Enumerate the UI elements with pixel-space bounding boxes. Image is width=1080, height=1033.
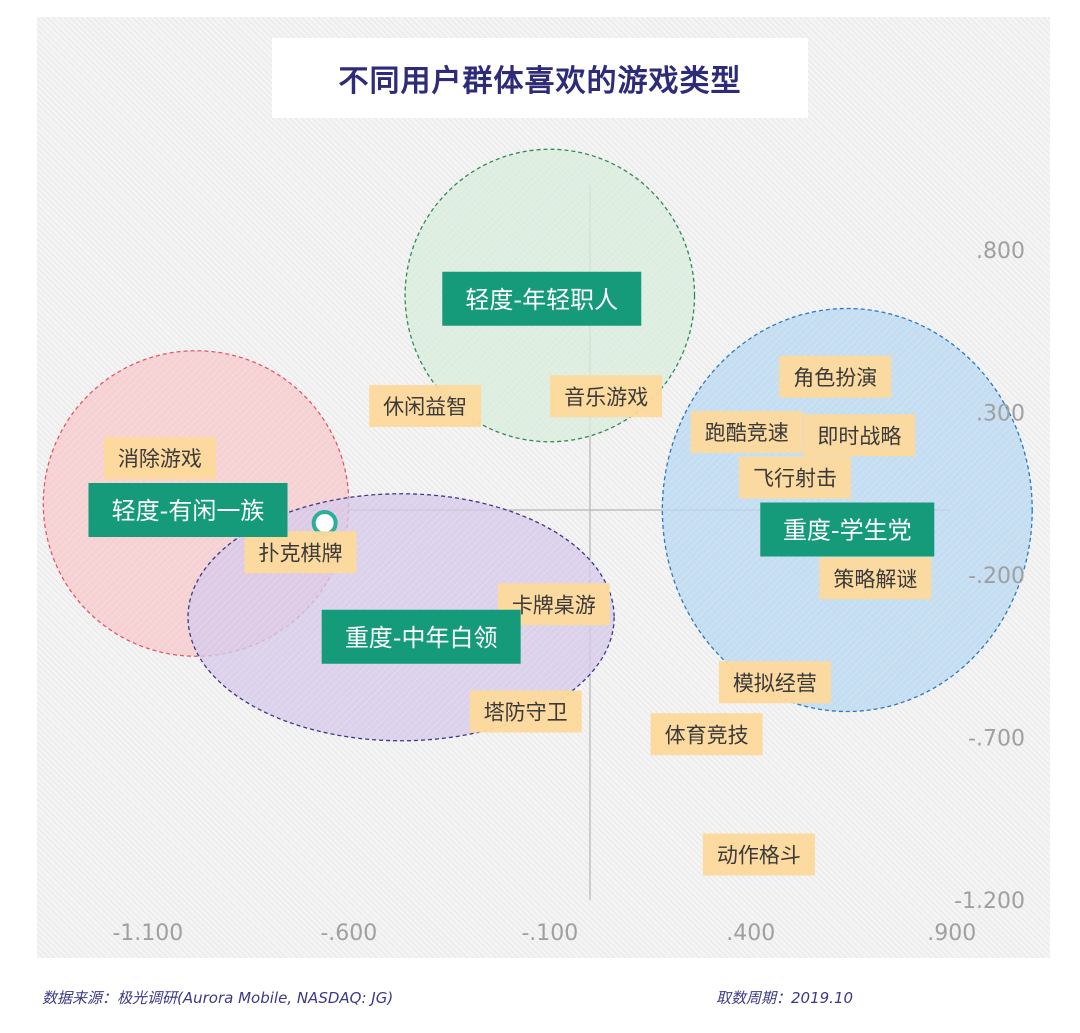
game-type-label: 扑克棋牌: [244, 531, 357, 574]
game-type-label: 塔防守卫: [469, 690, 582, 733]
game-type-label-text: 飞行射击: [753, 467, 837, 491]
x-tick-label: -1.100: [112, 921, 183, 946]
game-type-label-bg: [819, 557, 932, 600]
cluster-name-label: 重度-学生党: [760, 502, 935, 557]
game-type-label-bg: [803, 414, 916, 457]
cluster-name-text: 轻度-年轻职人: [465, 286, 618, 314]
x-tick-label: -.100: [521, 921, 578, 946]
game-type-label-text: 扑克棋牌: [259, 541, 343, 565]
game-type-label: 即时战略: [803, 414, 916, 457]
game-type-label-text: 策略解谜: [833, 567, 917, 591]
game-type-label: 跑酷竞速: [690, 411, 803, 453]
game-type-label-bg: [103, 437, 216, 479]
game-type-label-text: 跑酷竞速: [705, 421, 789, 445]
cluster-name-label: 轻度-有闲一族: [88, 483, 288, 537]
game-type-label-bg: [690, 411, 803, 453]
game-type-label: 飞行射击: [739, 456, 852, 499]
game-type-label: 动作格斗: [702, 833, 815, 876]
game-type-label: 模拟经营: [718, 661, 831, 704]
game-type-label-text: 消除游戏: [118, 447, 202, 471]
x-tick-label: .400: [726, 921, 775, 946]
game-type-label: 体育竞技: [650, 713, 763, 756]
game-type-label-text: 即时战略: [817, 424, 901, 448]
cluster-name-text: 重度-学生党: [783, 517, 912, 545]
game-type-label-text: 音乐游戏: [564, 385, 648, 409]
game-type-label: 角色扮演: [779, 355, 892, 398]
game-type-label-bg: [550, 375, 663, 418]
y-tick-label: -.200: [968, 564, 1025, 589]
title-box: 不同用户群体喜欢的游戏类型: [272, 38, 808, 118]
cluster-name-text: 轻度-有闲一族: [112, 497, 265, 525]
game-type-label-bg: [702, 833, 815, 876]
game-type-label-bg: [469, 690, 582, 733]
y-tick-label: .800: [976, 239, 1025, 264]
y-tick-label: -.700: [968, 727, 1025, 752]
game-type-label-text: 动作格斗: [717, 844, 801, 868]
game-type-label: 策略解谜: [819, 557, 932, 600]
x-tick-label: .900: [927, 921, 976, 946]
cluster-name-bg: [321, 609, 521, 664]
cluster-name-bg: [442, 271, 642, 326]
game-type-label-text: 模拟经营: [733, 671, 817, 695]
game-type-label-bg: [650, 713, 763, 756]
chart-title: 不同用户群体喜欢的游戏类型: [338, 64, 742, 99]
game-type-label-bg: [718, 661, 831, 704]
game-type-label-bg: [739, 456, 852, 499]
x-tick-label: -.600: [320, 921, 377, 946]
cluster-name-label: 重度-中年白领: [321, 609, 521, 664]
cluster-name-bg: [760, 502, 935, 557]
cluster-name-bg: [88, 483, 288, 537]
game-type-label-text: 体育竞技: [665, 723, 749, 747]
cluster-name-text: 重度-中年白领: [345, 624, 498, 652]
data-source-note: 数据来源：极光调研(Aurora Mobile, NASDAQ: JG): [42, 989, 394, 1007]
game-type-label: 消除游戏: [103, 437, 216, 479]
y-tick-label: .300: [976, 402, 1025, 427]
game-type-label: 休闲益智: [369, 385, 482, 427]
game-type-label-bg: [369, 385, 482, 427]
game-type-label-text: 角色扮演: [793, 366, 877, 390]
game-type-label-text: 休闲益智: [383, 395, 467, 419]
data-period-note: 取数周期：2019.10: [716, 989, 854, 1007]
ticks-group: .900 .400 -.100 -.600 -1.100 .800 .300 -.200 -.7…: [112, 239, 1025, 946]
marker-point: [311, 510, 338, 536]
game-type-label-bg: [244, 531, 357, 574]
game-type-label-text: 卡牌桌游: [512, 593, 596, 617]
game-type-label-text: 塔防守卫: [484, 701, 568, 725]
game-type-label: 音乐游戏: [550, 375, 663, 418]
game-type-label-bg: [779, 355, 892, 398]
cluster-name-label: 轻度-年轻职人: [442, 271, 642, 326]
y-tick-label: -1.200: [954, 889, 1025, 914]
